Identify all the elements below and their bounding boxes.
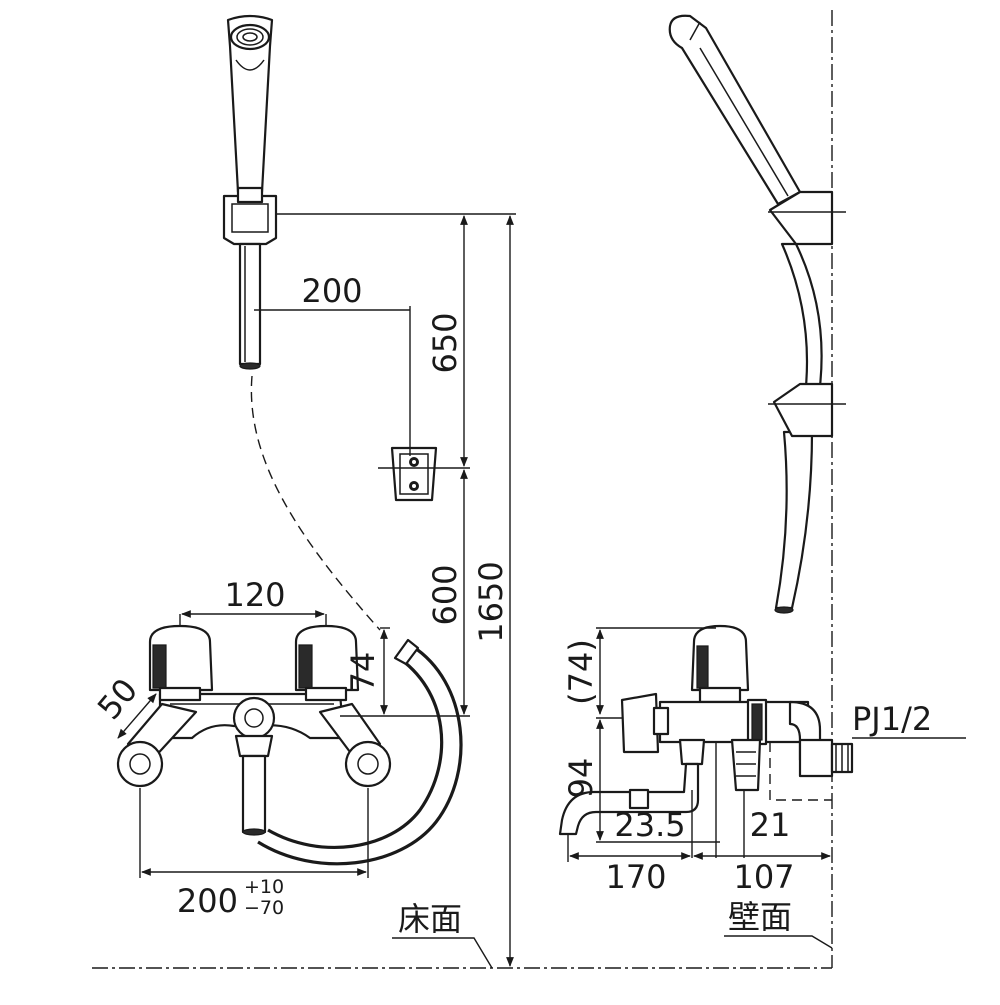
dim-120: 120 bbox=[179, 576, 327, 626]
dim-23-5-label: 23.5 bbox=[614, 806, 685, 844]
dim-1650: 1650 bbox=[472, 215, 514, 967]
front-faucet-body bbox=[116, 624, 392, 836]
wall-label: 壁面 bbox=[728, 898, 792, 936]
dim-600-label: 600 bbox=[426, 564, 464, 625]
dim-650-label: 650 bbox=[426, 312, 464, 373]
dim-200-bottom-label: 200 bbox=[177, 882, 238, 920]
dim-170: 170 bbox=[567, 834, 691, 896]
dim-74-label: 74 bbox=[344, 652, 382, 693]
dim-21: 21 bbox=[743, 790, 791, 858]
dim-200-top: 200 bbox=[254, 272, 411, 456]
dim-120-label: 120 bbox=[224, 576, 285, 614]
hose-swing-arc bbox=[250, 375, 381, 631]
front-wall-bracket bbox=[378, 446, 470, 502]
floor-label-group: 床面 bbox=[392, 900, 493, 969]
dim-200-tol-plus: +10 bbox=[244, 876, 284, 898]
dim-600: 600 bbox=[426, 469, 468, 715]
side-upper-holder bbox=[768, 190, 846, 246]
dim-650: 650 bbox=[426, 215, 468, 467]
floor-label: 床面 bbox=[398, 900, 462, 938]
dim-200-top-label: 200 bbox=[301, 272, 362, 310]
dim-107-label: 107 bbox=[733, 858, 794, 896]
thread-label-group: PJ1/2 bbox=[852, 700, 966, 739]
thread-label: PJ1/2 bbox=[852, 700, 932, 738]
side-faucet-body bbox=[558, 624, 854, 836]
dim-94: 94 bbox=[562, 719, 604, 841]
side-hidden-line bbox=[769, 742, 832, 801]
dim-200-bottom: 200 +10 −70 bbox=[139, 788, 369, 920]
dim-200-tol-minus: −70 bbox=[244, 897, 284, 919]
front-shower-holder bbox=[222, 186, 278, 246]
dim-1650-label: 1650 bbox=[472, 561, 510, 642]
side-shower-head bbox=[668, 14, 802, 206]
dim-74-paren: (74) bbox=[562, 627, 716, 715]
front-hose-loop bbox=[257, 638, 463, 866]
wall-label-group: 壁面 bbox=[724, 898, 833, 949]
dim-74-paren-label: (74) bbox=[562, 639, 600, 705]
front-hose-upper bbox=[238, 242, 262, 370]
dim-74: 74 bbox=[344, 629, 388, 715]
front-shower-head bbox=[226, 14, 274, 194]
dim-107: 107 bbox=[693, 852, 831, 896]
side-lower-holder bbox=[768, 382, 846, 438]
dim-170-label: 170 bbox=[605, 858, 666, 896]
dim-21-label: 21 bbox=[750, 806, 791, 844]
dim-23-5: 23.5 bbox=[614, 742, 717, 858]
dim-94-label: 94 bbox=[562, 758, 600, 799]
dim-50-label: 50 bbox=[90, 671, 145, 727]
